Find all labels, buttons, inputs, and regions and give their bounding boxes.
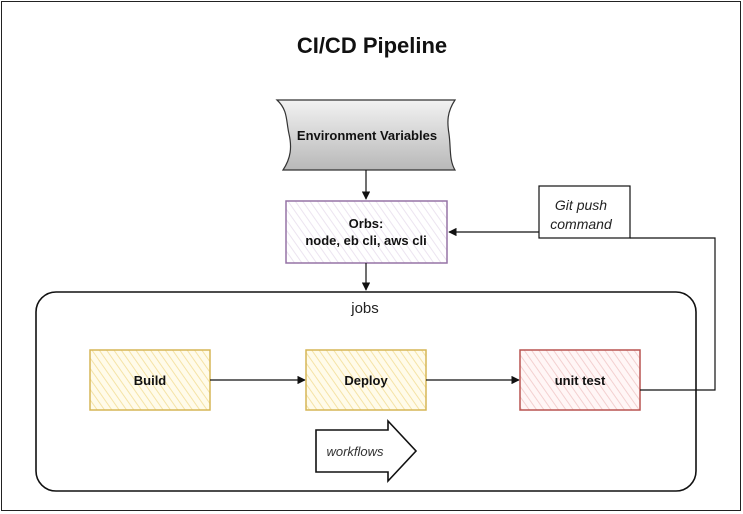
jobs-container[interactable] bbox=[35, 291, 697, 492]
deploy-label: Deploy bbox=[344, 373, 388, 388]
unit-test-box[interactable] bbox=[519, 349, 641, 411]
diagram-title: CI/CD Pipeline bbox=[297, 33, 447, 58]
orbs-title: Orbs: bbox=[349, 216, 384, 231]
workflows-label: workflows bbox=[326, 444, 384, 459]
git-push-line1: Git push bbox=[555, 197, 607, 213]
unit-test-label: unit test bbox=[555, 373, 606, 388]
workflows-arrow[interactable] bbox=[315, 418, 418, 484]
test-to-git-connector bbox=[630, 237, 716, 391]
build-label: Build bbox=[134, 373, 167, 388]
deploy-box[interactable] bbox=[305, 349, 427, 411]
jobs-label: jobs bbox=[350, 300, 379, 317]
git-push-line2: command bbox=[550, 216, 613, 232]
env-vars-label: Environment Variables bbox=[297, 128, 437, 143]
orbs-box[interactable] bbox=[285, 200, 448, 264]
git-push-box[interactable] bbox=[538, 185, 631, 239]
orbs-list: node, eb cli, aws cli bbox=[305, 233, 426, 248]
build-box[interactable] bbox=[89, 349, 211, 411]
env-vars-shape[interactable] bbox=[275, 99, 457, 171]
